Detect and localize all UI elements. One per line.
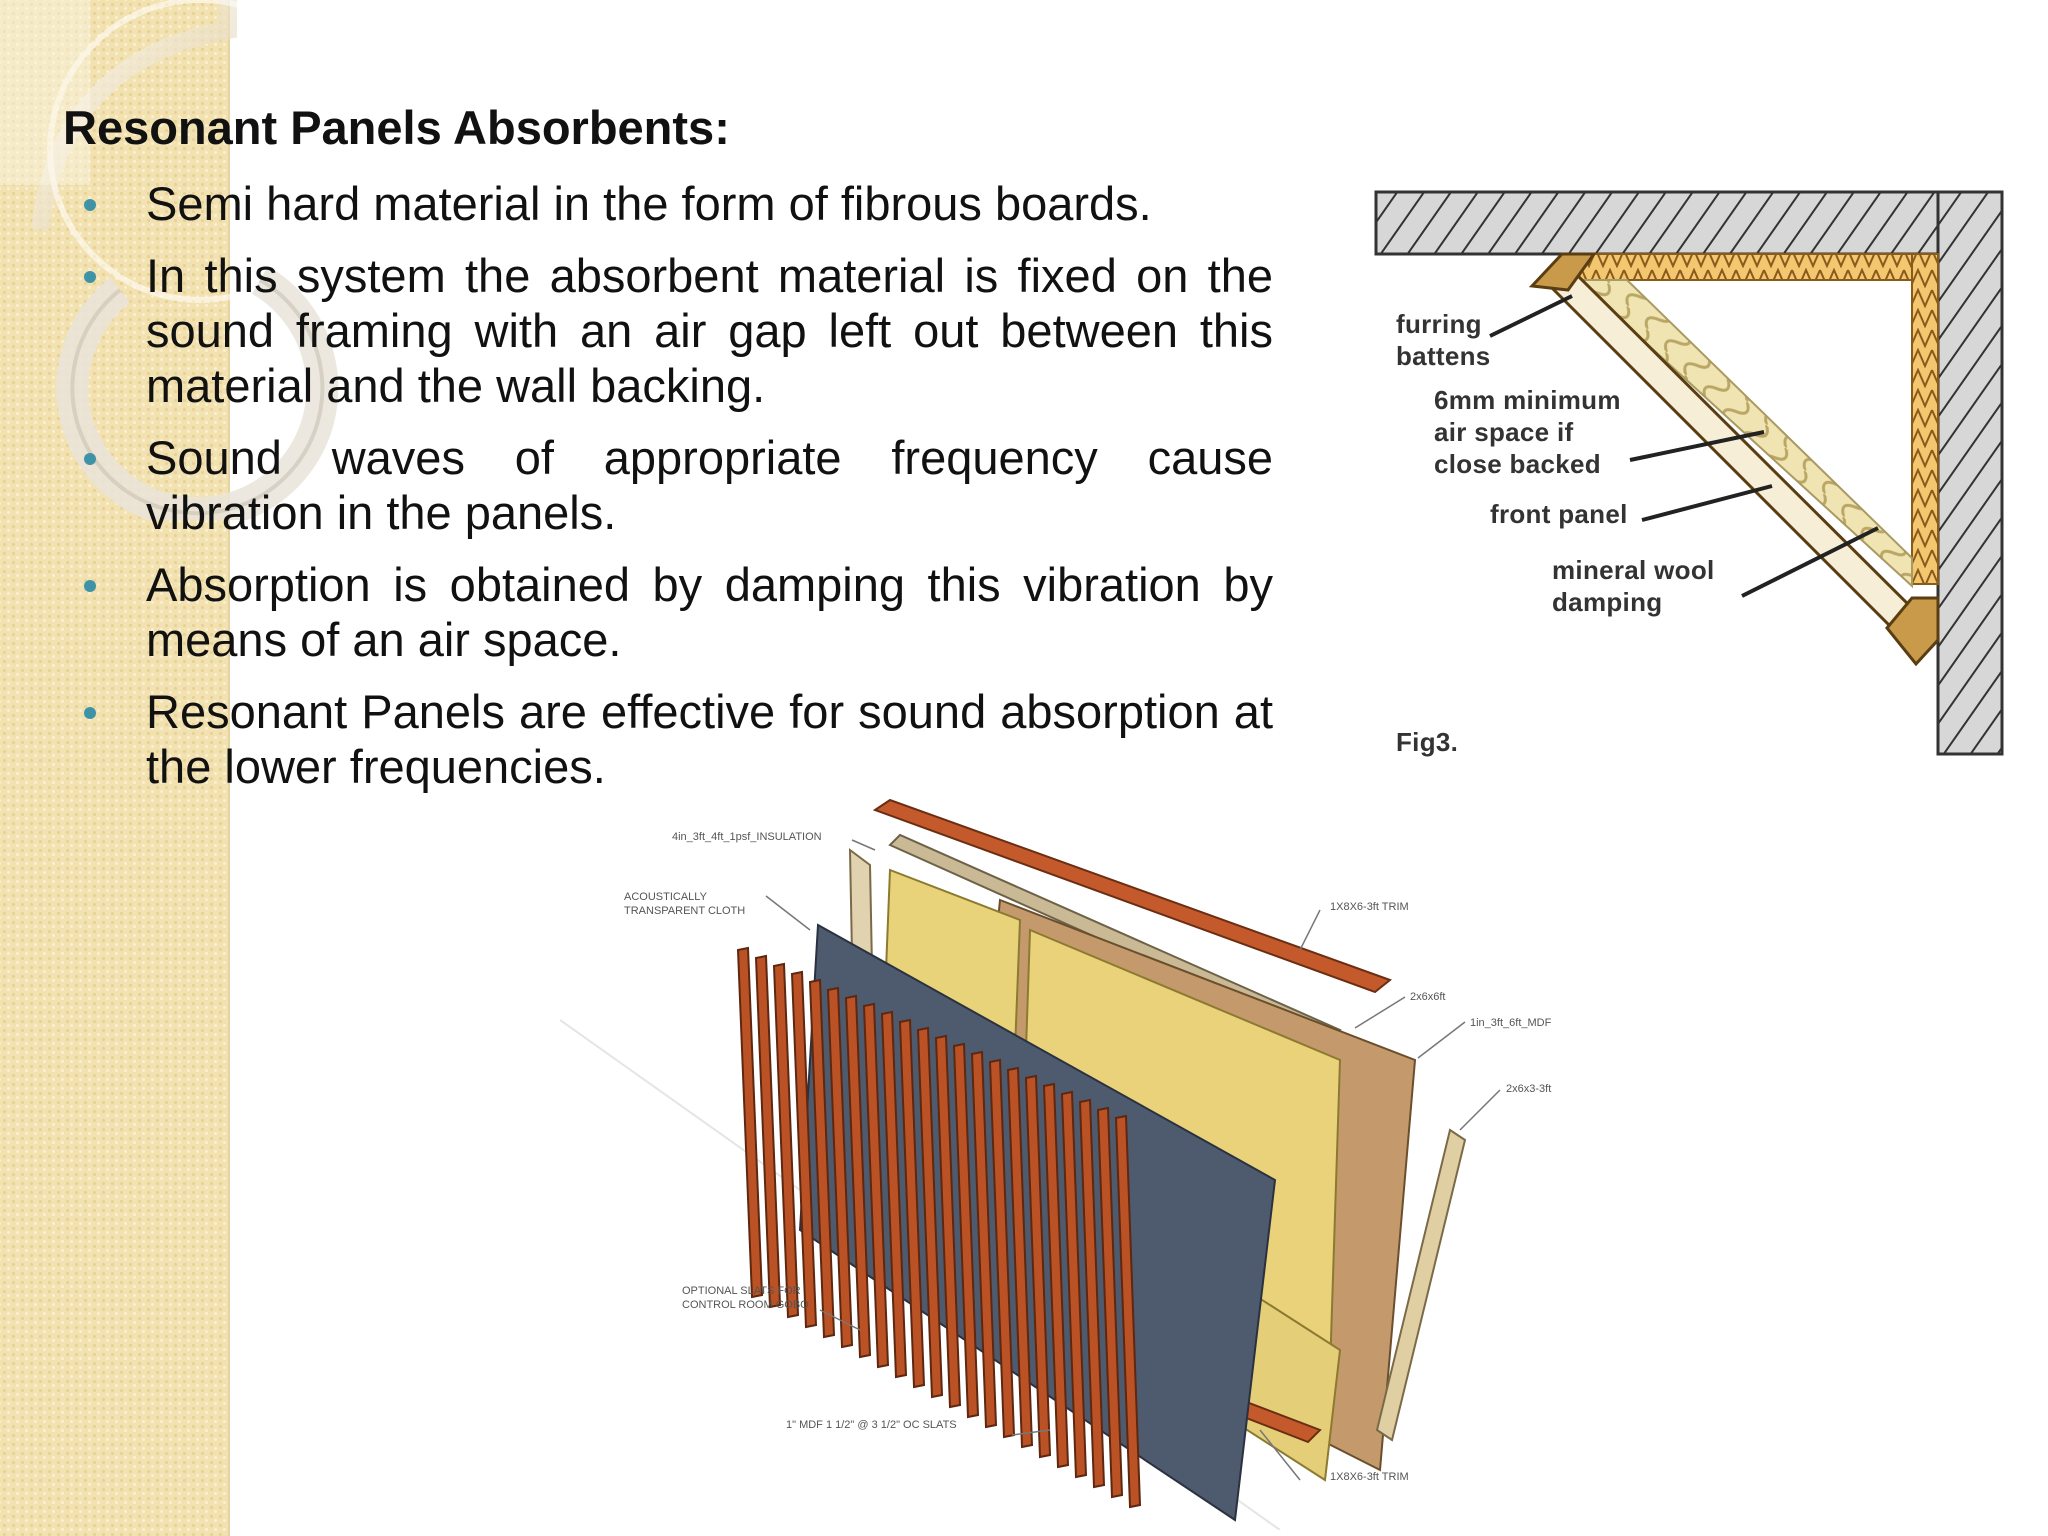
bullet-dot-icon xyxy=(84,707,96,719)
bullet-text: Semi hard material in the form of fibrou… xyxy=(146,177,1152,230)
bullet-dot-icon xyxy=(84,271,96,283)
fig3-caption-text: Fig3. xyxy=(1396,727,1459,757)
decorative-rings xyxy=(0,0,353,520)
label-slats: 1" MDF 1 1/2" @ 3 1/2" OC SLATS xyxy=(786,1419,957,1431)
label-mineral-wool: mineral wool damping xyxy=(1552,554,1715,618)
bullet-dot-icon xyxy=(84,199,96,211)
bullet-list: Semi hard material in the form of fibrou… xyxy=(68,176,1273,811)
label-furring-battens-text: furring battens xyxy=(1396,309,1491,371)
bullet-text: Absorption is obtained by damping this v… xyxy=(146,558,1273,666)
decorative-side-band xyxy=(0,0,228,1536)
bullet-text: Resonant Panels are effective for sound … xyxy=(146,685,1273,793)
fig3-drawing xyxy=(1374,190,2004,756)
label-mdf: 1in_3ft_6ft_MDF xyxy=(1470,1017,1552,1029)
label-trim-top: 1X8X6-3ft TRIM xyxy=(1330,901,1409,913)
label-cloth: ACOUSTICALLY TRANSPARENT CLOTH xyxy=(624,891,746,917)
label-mineral-wool-text: mineral wool damping xyxy=(1552,555,1715,617)
list-item: Resonant Panels are effective for sound … xyxy=(68,684,1273,794)
bullet-dot-icon xyxy=(84,580,96,592)
label-trim-bottom: 1X8X6-3ft TRIM xyxy=(1330,1471,1409,1483)
slide-title-bold: Resonant Panels Absorbents xyxy=(63,101,715,154)
exploded-panel-illustration: 4in_3ft_4ft_1psf_INSULATION ACOUSTICALLY… xyxy=(559,790,1660,1531)
label-insulation: 4in_3ft_4ft_1psf_INSULATION xyxy=(672,831,822,843)
label-optional-slats: OPTIONAL SLATS FOR CONTROL ROOM GOBO xyxy=(682,1285,809,1311)
fig3-resonant-panel-diagram: furring battens 6mm minimum air space if… xyxy=(1372,188,2012,763)
fig3-caption: Fig3. xyxy=(1396,726,1458,758)
exploded-panel-drawing xyxy=(559,798,1501,1531)
bullet-dot-icon xyxy=(84,453,96,465)
list-item: Absorption is obtained by damping this v… xyxy=(68,557,1273,667)
side-band-edge xyxy=(228,0,230,1536)
slide-title: Resonant Panels Absorbents: xyxy=(63,100,730,155)
bullet-text: In this system the absorbent material is… xyxy=(146,249,1273,412)
bullet-text: Sound waves of appropriate frequency cau… xyxy=(146,431,1273,539)
list-item: In this system the absorbent material is… xyxy=(68,248,1273,413)
list-item: Semi hard material in the form of fibrou… xyxy=(68,176,1273,231)
label-furring-battens: furring battens xyxy=(1396,308,1491,372)
label-air-space-text: 6mm minimum air space if close backed xyxy=(1434,385,1621,479)
slide-title-suffix: : xyxy=(714,101,730,154)
label-front-panel-text: front panel xyxy=(1490,499,1628,529)
label-front-panel: front panel xyxy=(1490,498,1628,530)
label-2x6x6: 2x6x6ft xyxy=(1410,991,1446,1003)
label-2x6x3: 2x6x3-3ft xyxy=(1506,1083,1552,1095)
list-item: Sound waves of appropriate frequency cau… xyxy=(68,430,1273,540)
label-air-space: 6mm minimum air space if close backed xyxy=(1434,384,1621,480)
